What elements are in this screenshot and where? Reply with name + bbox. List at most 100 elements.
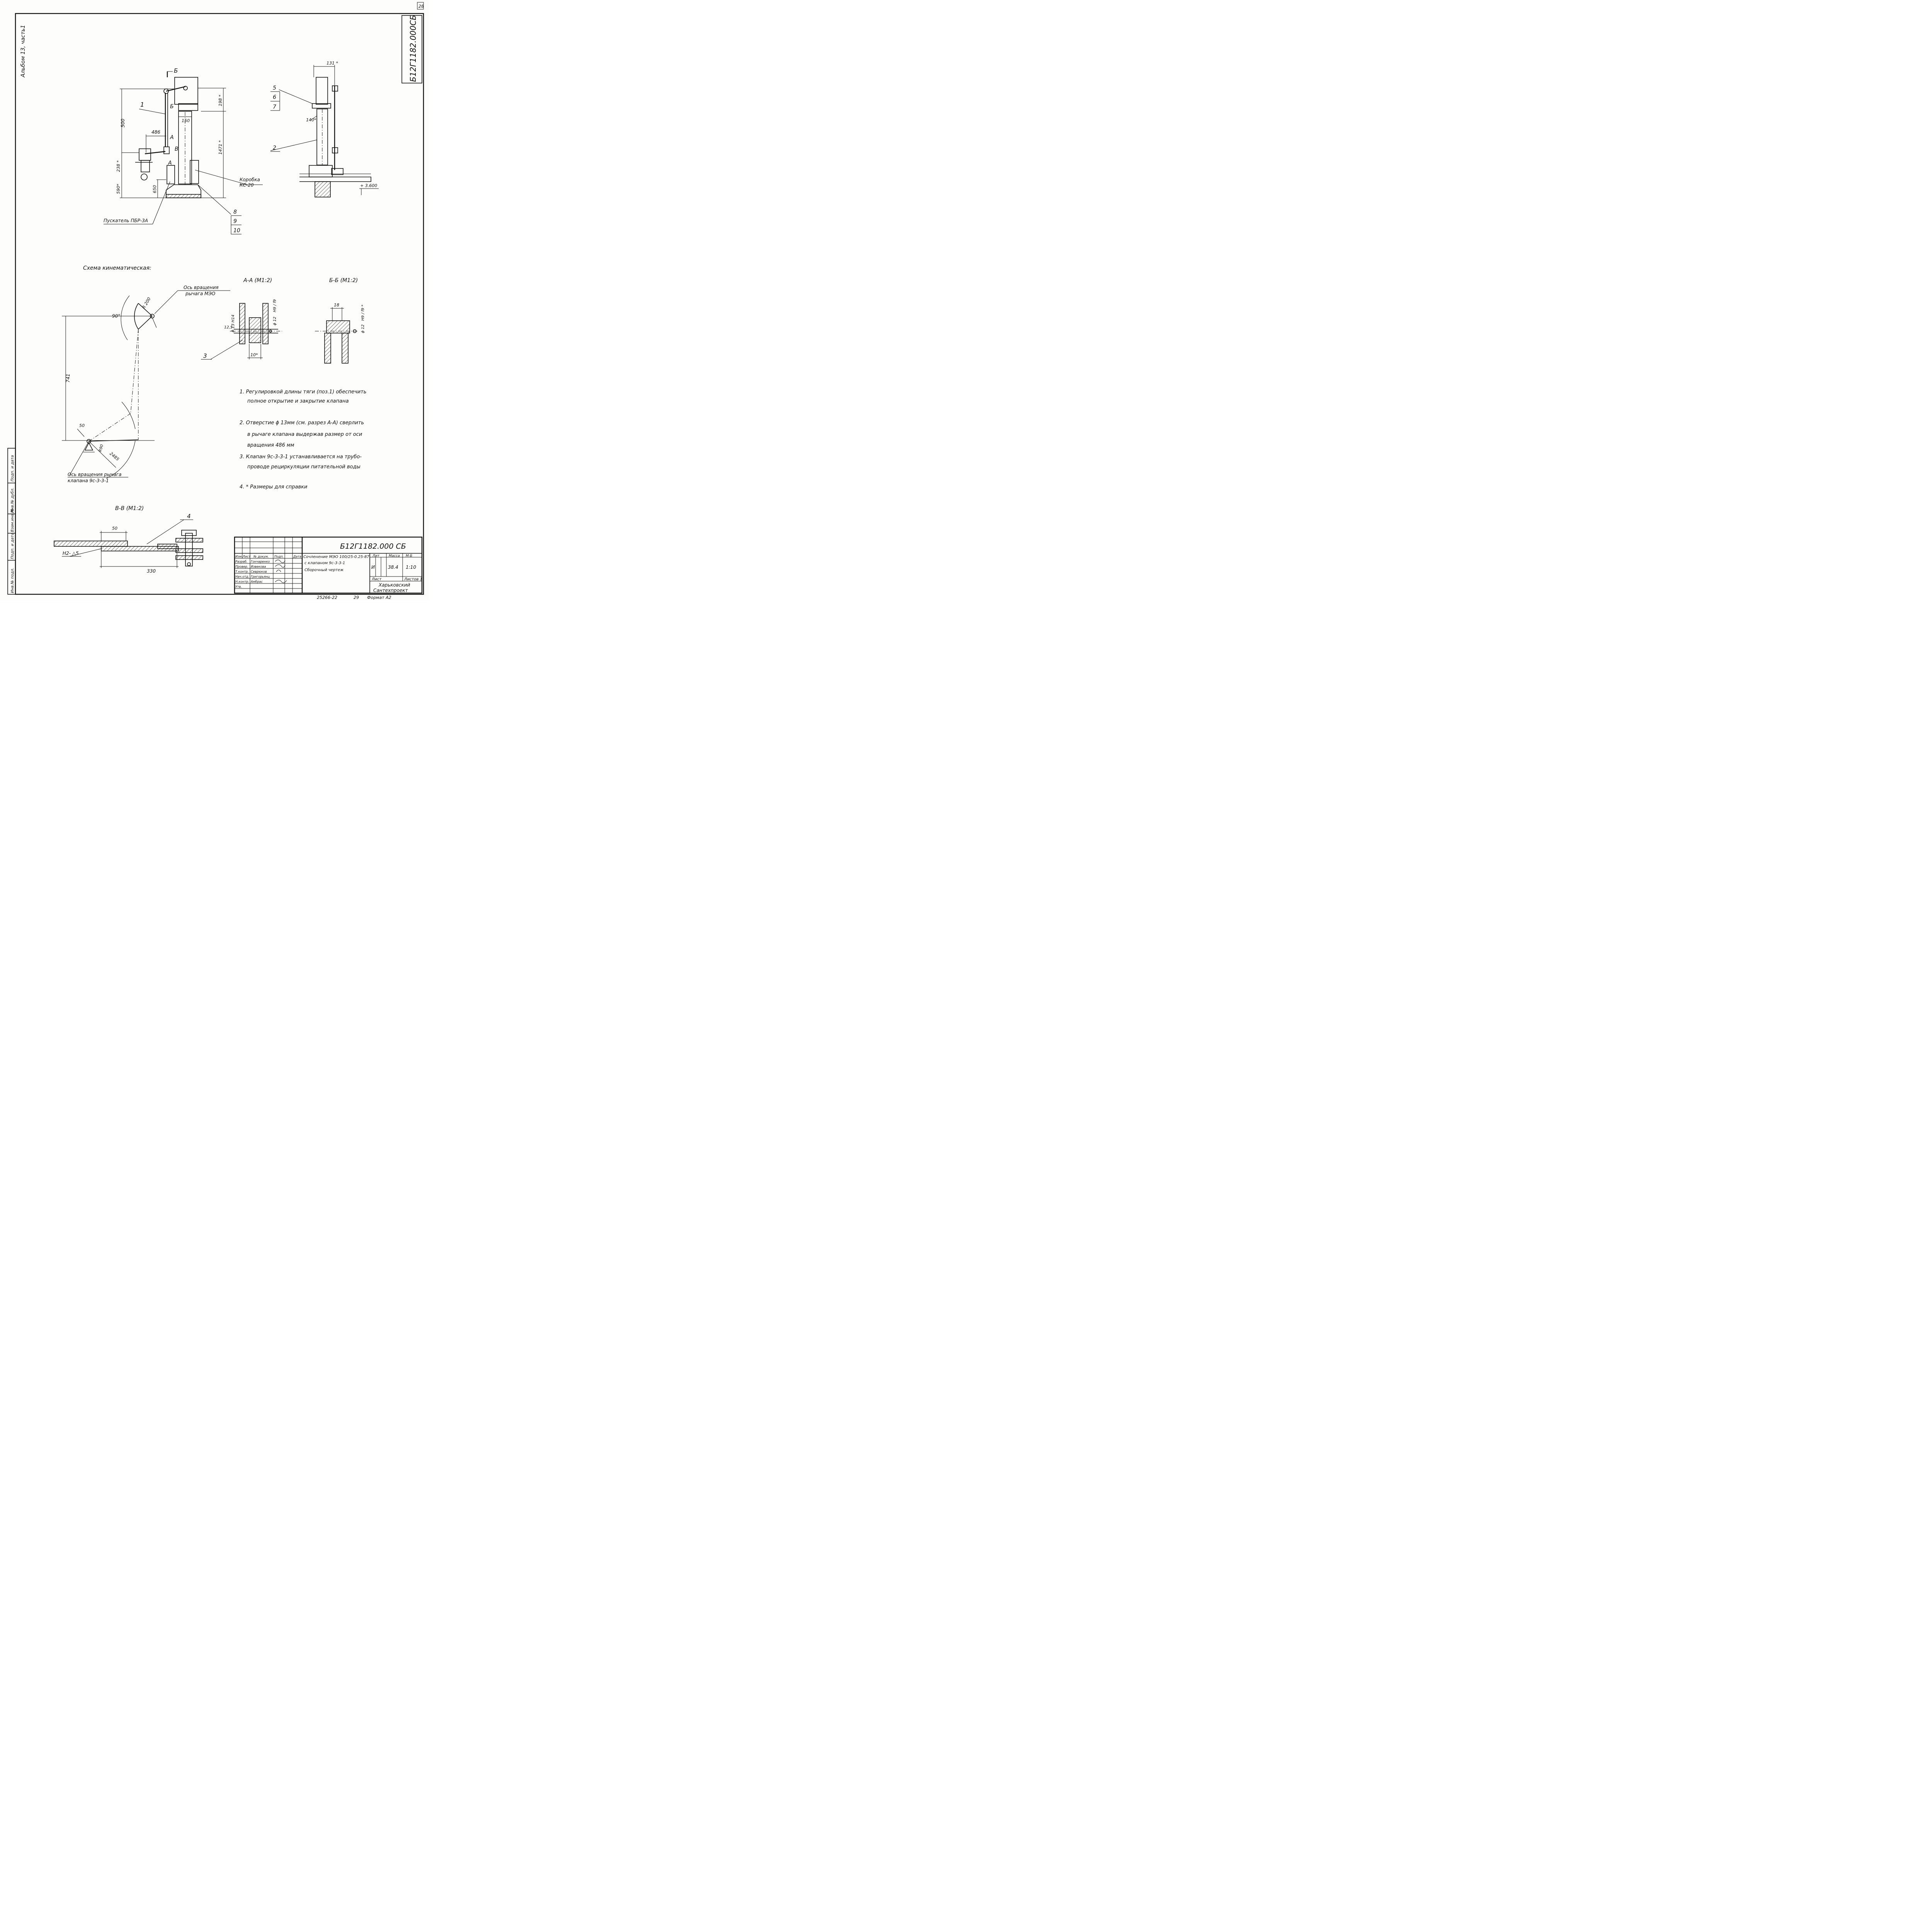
left-strip: Инв.№ подл. Подп. и дата Взам.инв.№ Инв.… xyxy=(7,448,16,595)
note-4: 4. * Размеры для справки xyxy=(240,484,307,490)
tb-code: Б12Г1182.000 СБ xyxy=(340,542,406,551)
tb-name-0: Гончаренко xyxy=(251,560,270,563)
note-2b: в рычаге клапана выдержав размер от оси xyxy=(247,432,362,437)
axis-meo-2: рычага МЭО xyxy=(185,291,215,296)
bb-d12: ϕ 12 xyxy=(361,325,365,333)
aa-fit: Н9 / f9 xyxy=(273,299,277,313)
tb-lit-value: И xyxy=(371,565,375,570)
tb-scale-value: 1:10 xyxy=(406,565,416,570)
side-valve xyxy=(309,165,333,177)
signature-2 xyxy=(275,564,286,568)
kinematic-title: Схема кинематическая: xyxy=(83,265,151,271)
tb-mass-value: 38.4 xyxy=(388,565,398,570)
footer-format: Формат А2 xyxy=(367,595,391,600)
tb-name-2: с клапаном 9с-3-3-1 xyxy=(304,561,345,565)
drawing-sheet: 28 Альбом 13, часть1 Б12Г1182.000СБ Инв.… xyxy=(0,0,429,600)
pos-10: 10 xyxy=(233,228,240,234)
section-bb-title: Б-Б (М1:2) xyxy=(329,277,358,284)
axis-meo-1: Ось вращения xyxy=(184,285,219,290)
tb-role-2: Т.контр. xyxy=(235,570,249,573)
tb-hdr-izm: Изм. xyxy=(235,555,243,558)
bb-fit: Н9 / f9 * xyxy=(361,304,365,321)
strip-inv-dubl: Инв.№ дубл. xyxy=(10,488,15,513)
pos-1: 1 xyxy=(140,101,144,108)
starter xyxy=(167,165,175,184)
note-1a: 1. Регулировкой длины тяги (поз.1) обесп… xyxy=(240,389,366,395)
aa-d10: 10* xyxy=(250,352,258,357)
drawing-canvas: 28 Альбом 13, часть1 Б12Г1182.000СБ Инв.… xyxy=(7,2,424,600)
axis-valve-2: клапана 9с-3-3-1 xyxy=(68,478,109,483)
pos-9: 9 xyxy=(233,218,237,224)
tb-name-2: Севрюков xyxy=(251,570,267,573)
tb-org-2: Сантехпроект xyxy=(373,588,408,593)
tb-role-5: Утв. xyxy=(235,585,242,588)
code-box xyxy=(401,15,422,83)
tb-role-0: Разраб. xyxy=(235,560,247,563)
dim-590: 590* xyxy=(116,184,121,194)
dim-50-kin: 50 xyxy=(79,423,85,428)
side-view: 131 * 140* 5 6 7 2 + 3.600 xyxy=(270,61,379,197)
box-label-2: КС-20 xyxy=(240,182,254,188)
title-block: Изм. Лист № докум. Подп. Дата Разраб. Го… xyxy=(234,536,423,594)
tb-mass-label: Масса xyxy=(389,554,400,558)
tb-name-1: Извекова xyxy=(251,565,266,568)
aa-d12: ϕ 12 xyxy=(273,317,277,326)
bb-d18: 18 xyxy=(334,303,339,308)
vv-d330: 330 xyxy=(147,568,156,574)
signature-3 xyxy=(276,570,281,572)
actuator-housing xyxy=(174,77,198,105)
section-bb: Б-Б (М1:2) 18 ϕ 12 Н9 / f9 * xyxy=(315,277,365,364)
pos-2: 2 xyxy=(273,145,276,151)
cut-b-top: Б xyxy=(174,67,178,74)
doc-code-vertical: Б12Г1182.000СБ xyxy=(408,15,418,82)
note-3a: 3. Клапан 9с-3-3-1 устанавливается на тр… xyxy=(240,454,362,460)
strip-inv-podl: Инв.№ подл. xyxy=(10,568,15,593)
starter-label: Пускатель ПБР-3А xyxy=(104,218,148,223)
tb-sheet-label: Лист xyxy=(371,577,382,582)
box-label-1: Коробка xyxy=(240,177,260,182)
cut-v-label: В xyxy=(175,146,179,152)
section-vv-title: В-В (М1:2) xyxy=(115,505,144,512)
axis-valve-1: Ось вращения рычага xyxy=(68,472,122,477)
footer-number: 25266-22 xyxy=(317,595,337,600)
section-aa-title: А-А (М1:2) xyxy=(243,277,272,284)
level-mark: + 3.600 xyxy=(360,183,377,188)
pos-8: 8 xyxy=(233,209,237,215)
tb-org-1: Харьковский xyxy=(378,582,410,588)
tb-role-3: Нач.отд. xyxy=(235,575,249,578)
dim-741: 741 xyxy=(65,374,71,383)
aa-d13: ϕ 13 Н14 xyxy=(231,315,235,332)
dim-238: 238 * xyxy=(116,160,121,172)
tb-hdr-date: Дата xyxy=(293,555,301,558)
sheet-frame xyxy=(15,13,424,595)
signature-4 xyxy=(275,580,287,583)
main-view: 500 238 * 590* 650 486 150 198 * 1471 * … xyxy=(104,67,263,235)
vv-weld: Н2- △5 xyxy=(63,551,79,556)
kinematic-scheme: Схема кинематическая: 90° R 200 Ось вращ… xyxy=(62,265,230,483)
pos-4: 4 xyxy=(187,513,191,520)
section-aa: А-А (М1:2) ϕ 13 Н14 ϕ 12 Н9 / f9 12,5 10… xyxy=(201,277,282,360)
strip-podp-data-1: Подп. и дата xyxy=(10,533,15,559)
radius-90: R90 xyxy=(98,444,104,452)
tb-hdr-doc: № докум. xyxy=(253,555,269,558)
section-vv: В-В (М1:2) 50 330 Н2- △5 4 xyxy=(54,505,203,574)
note-2c: вращения 486 мм xyxy=(247,442,294,448)
tb-name-1: Сочленение МЭО 100/25-0.25-87 xyxy=(303,555,369,559)
tb-scale-label: М-Б xyxy=(406,554,412,558)
pos-6: 6 xyxy=(273,94,276,100)
tb-lit-label: Лит xyxy=(372,554,380,558)
tb-role-1: Провер. xyxy=(235,565,248,568)
aa-d125: 12,5 xyxy=(224,325,233,330)
sheet-number-box xyxy=(417,2,424,10)
tb-hdr-list: Лист xyxy=(242,555,251,558)
cut-a-bottom: А xyxy=(168,160,172,166)
tb-role-4: Н.контр. xyxy=(235,580,249,583)
strip-podp-data-2: Подп. и дата xyxy=(10,455,15,481)
cut-a-top: А xyxy=(170,134,174,141)
valve-lever-head xyxy=(139,148,151,161)
dim-486: 486 xyxy=(151,129,160,135)
dim-150: 150 xyxy=(182,118,190,123)
radius-200: R 200 xyxy=(141,296,151,310)
footer-page: 29 xyxy=(354,595,359,600)
tb-name-3: Сборочный чертеж xyxy=(304,568,344,572)
